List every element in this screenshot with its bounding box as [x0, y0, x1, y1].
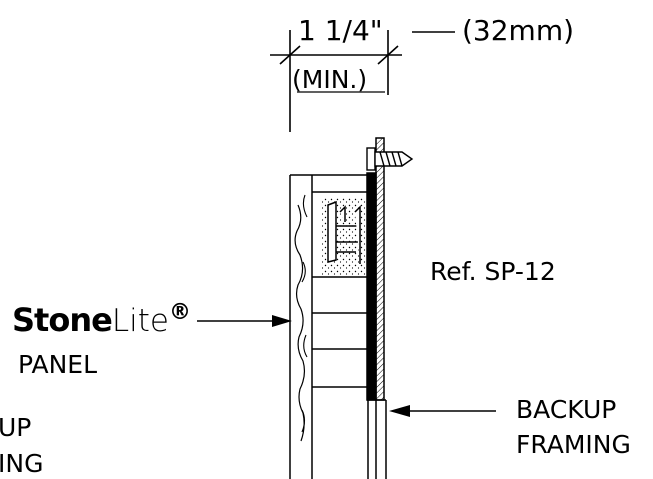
- dimension-lines: [270, 30, 455, 132]
- panel-word: PANEL: [18, 350, 97, 379]
- leader-arrows: [197, 315, 496, 417]
- anchor-clip: [327, 200, 361, 264]
- dimension-qualifier: (MIN.): [292, 65, 367, 94]
- brand-bold: Stone: [12, 301, 112, 339]
- dimension-metric: (32mm): [462, 14, 574, 47]
- left-cut-label-2: ING: [0, 449, 43, 478]
- screw-icon: [366, 147, 414, 171]
- reference-label: Ref. SP-12: [430, 257, 556, 286]
- backup-framing: [366, 137, 387, 479]
- backup-label-1: BACKUP: [516, 395, 616, 424]
- stonelite-logo: StoneLite®: [12, 300, 191, 339]
- backup-label-2: FRAMING: [516, 430, 631, 459]
- left-cut-label-1: UP: [0, 413, 31, 442]
- registered-mark: ®: [169, 300, 191, 325]
- brand-light: Lite: [112, 303, 169, 339]
- stone-panel: [289, 174, 368, 479]
- dimension-value: 1 1/4": [298, 14, 383, 47]
